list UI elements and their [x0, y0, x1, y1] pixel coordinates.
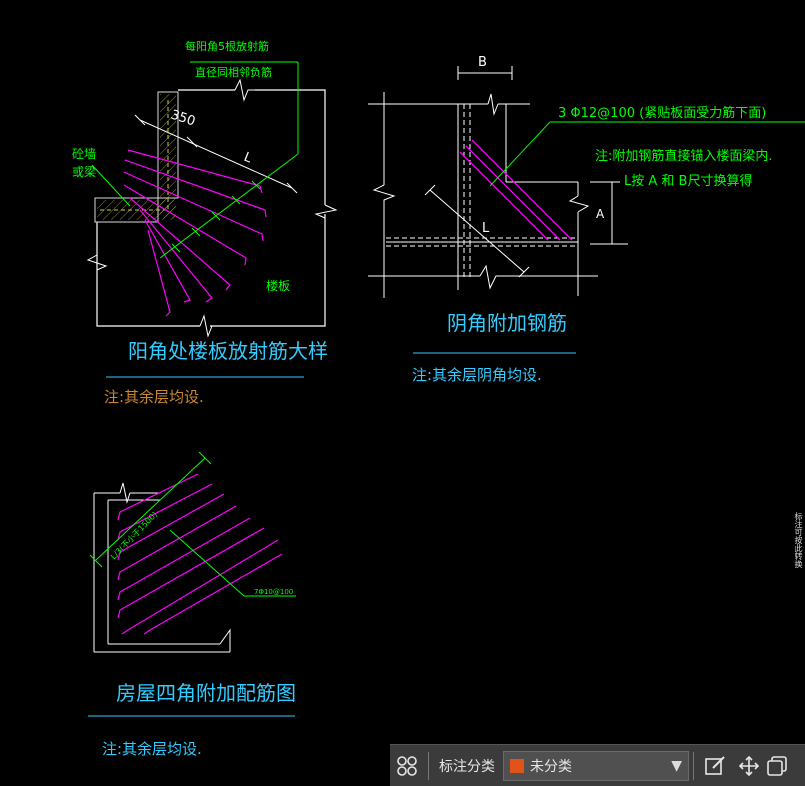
label-slab: 楼板 [266, 278, 290, 293]
detail1-title: 阳角处楼板放射筋大样 [128, 339, 328, 363]
toolbar-separator [428, 751, 429, 780]
break-mark-bottom [199, 314, 213, 338]
category-label: 标注分类 [439, 758, 495, 775]
break-mark-top [234, 78, 255, 102]
spec-leader-diag [489, 121, 551, 187]
detail2-note: 注:其余层阴角均设. [412, 366, 542, 384]
detail-outer-corner: 每阳角5根放射筋 直径同相邻负筋 350 L 砼墙 或梁 楼板 阳角处楼板放射筋… [72, 39, 338, 406]
green-ticks [171, 180, 261, 253]
copy-icon[interactable] [766, 749, 790, 783]
slab-outline-right [210, 214, 326, 327]
dim-B: B [478, 55, 487, 70]
radiating-bars [123, 149, 267, 317]
inner-break-top [487, 93, 499, 116]
label-wall-1: 砼墙 [72, 147, 96, 161]
inner-break-left [372, 184, 396, 210]
detail3-title: 房屋四角附加配筋图 [116, 681, 296, 705]
toolbar-separator-2 [693, 751, 694, 780]
dim-L-2: L [482, 221, 490, 236]
dim-L-1: L [242, 150, 255, 167]
green-diagonal [159, 153, 299, 259]
grid-menu-icon[interactable] [390, 749, 424, 783]
rebar-spec: 3 Φ12@100 (紧贴板面受力筋下面) [558, 105, 766, 121]
corner-break-right [219, 628, 231, 652]
annotation-toolbar: 标注分类 未分类 ▼ [390, 744, 805, 786]
callout-text-1: 每阳角5根放射筋 [185, 39, 269, 53]
move-icon[interactable] [732, 749, 766, 783]
inner-diagonal-bars [459, 139, 573, 241]
corner-dim-ticks [89, 451, 212, 568]
corner-rebar-text: 7Φ10@100 [254, 588, 293, 596]
note-line1: 注:附加钢筋直接锚入楼面梁内. [595, 148, 773, 164]
edit-icon[interactable] [698, 749, 732, 783]
corner-break-top [119, 482, 160, 504]
wall-label-leader [91, 164, 131, 207]
slab-outline-top [255, 89, 326, 205]
chevron-down-icon: ▼ [671, 757, 682, 774]
inner-break-bottom [479, 264, 498, 290]
label-wall-2: 或梁 [72, 164, 96, 179]
dim-line-L [139, 119, 293, 189]
dim-tick-2 [186, 136, 198, 148]
break-mark-right [314, 204, 338, 219]
dim-tick-3 [286, 182, 298, 194]
note-line2: L按 A 和 B尺寸换算得 [624, 173, 752, 189]
corner-bars [117, 473, 283, 635]
side-vertical-text: 标注可按此转换 [794, 512, 803, 568]
inner-break-right [568, 195, 590, 213]
detail-inner-corner: B A L 3 Φ12@100 (紧贴板面受力筋下面) 注:附加钢筋直接锚入楼面… [368, 55, 805, 384]
dim-L2-line [429, 189, 525, 273]
dim-L2-tick-1 [424, 184, 436, 196]
dim-A: A [596, 207, 605, 221]
slab-outline-left [96, 222, 200, 327]
callout-text-2: 直径同相邻负筋 [195, 65, 272, 79]
detail-building-corner: L/3(不小于1500) 7Φ10@100 房屋四角附加配筋图 注:其余层均设. [88, 451, 296, 758]
dim-350: 350 [169, 108, 197, 130]
category-color-swatch [510, 758, 524, 773]
detail1-note: 注:其余层均设. [104, 388, 204, 406]
detail3-note: 注:其余层均设. [102, 740, 202, 758]
corner-dim-line [95, 457, 206, 561]
category-dropdown[interactable]: 未分类 ▼ [503, 750, 689, 781]
category-selected-value: 未分类 [530, 758, 572, 775]
dim-tick-1 [134, 114, 146, 126]
corner-leader-diag [169, 529, 245, 597]
detail2-title: 阴角附加钢筋 [447, 311, 567, 335]
dim-L2-tick-2 [518, 266, 530, 278]
break-mark-left [86, 254, 108, 271]
